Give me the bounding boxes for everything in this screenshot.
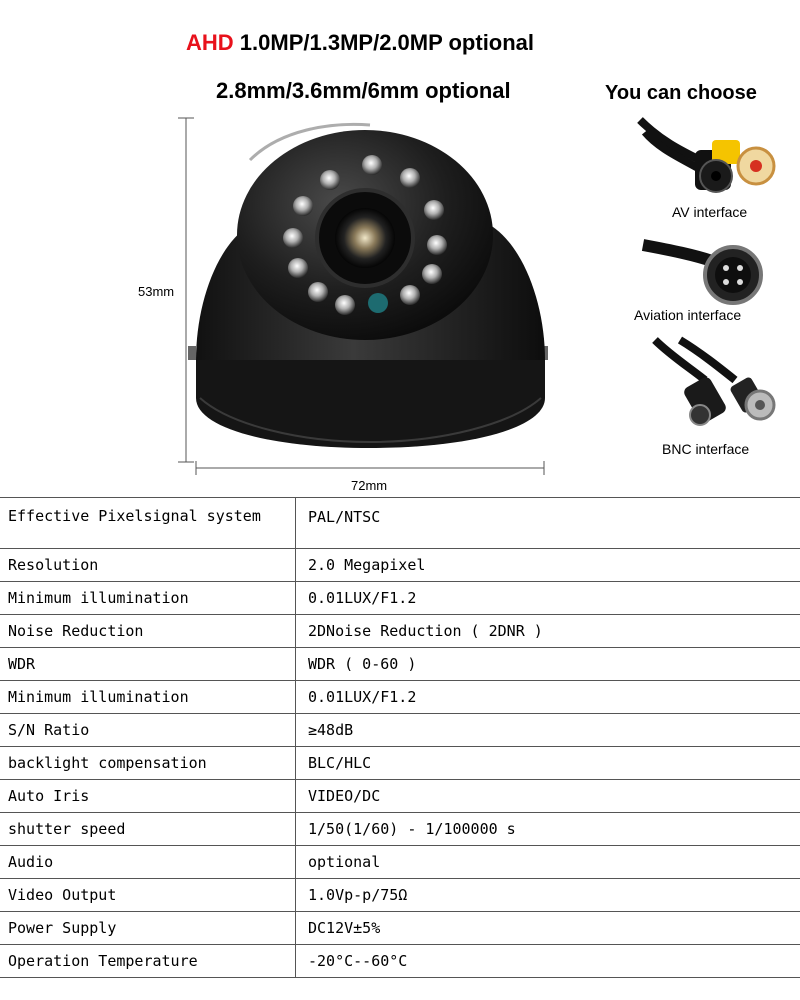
spec-key: Resolution	[0, 548, 296, 582]
height-label: 53mm	[138, 284, 175, 299]
spec-key: Audio	[0, 845, 296, 879]
resolution-headline: AHD 1.0MP/1.3MP/2.0MP optional	[186, 30, 534, 56]
bnc-interface-label: BNC interface	[662, 441, 750, 457]
spec-value: VIDEO/DC	[295, 779, 800, 813]
spec-key: Operation Temperature	[0, 944, 296, 978]
spec-row: Noise Reduction 2DNoise Reduction ( 2DNR…	[0, 614, 800, 648]
spec-row: Video Output 1.0Vp-p/75Ω	[0, 878, 800, 912]
spec-key: Minimum illumination	[0, 581, 296, 615]
spec-row: shutter speed 1/50(1/60) - 1/100000 s	[0, 812, 800, 846]
spec-row: WDR WDR ( 0-60 )	[0, 647, 800, 681]
lens-headline: 2.8mm/3.6mm/6mm optional	[216, 78, 511, 103]
spec-row: Operation Temperature -20°C--60°C	[0, 944, 800, 978]
spec-value: BLC/HLC	[295, 746, 800, 780]
spec-value: optional	[295, 845, 800, 879]
spec-value: -20°C--60°C	[295, 944, 800, 978]
spec-key: Noise Reduction	[0, 614, 296, 648]
spec-value: PAL/NTSC	[295, 497, 800, 549]
av-interface-label: AV interface	[672, 204, 748, 220]
spec-row: Minimum illumination 0.01LUX/F1.2	[0, 680, 800, 714]
spec-key: Effective Pixelsignal system	[0, 497, 296, 549]
spec-value: 0.01LUX/F1.2	[295, 680, 800, 714]
spec-row: Minimum illumination 0.01LUX/F1.2	[0, 581, 800, 615]
spec-key: WDR	[0, 647, 296, 681]
dome-camera-image	[188, 122, 548, 448]
spec-row: S/N Ratio ≥48dB	[0, 713, 800, 747]
spec-table: Effective Pixelsignal system PAL/NTSC Re…	[0, 497, 800, 978]
spec-key: shutter speed	[0, 812, 296, 846]
spec-value: 2.0 Megapixel	[295, 548, 800, 582]
spec-key: S/N Ratio	[0, 713, 296, 747]
width-dimension-line	[195, 461, 545, 475]
choose-title: You can choose	[605, 82, 757, 104]
resolution-text: 1.0MP/1.3MP/2.0MP optional	[239, 30, 535, 55]
spec-row: Auto Iris VIDEO/DC	[0, 779, 800, 813]
width-label: 72mm	[351, 478, 388, 493]
bnc-connector-icon	[652, 336, 776, 426]
aviation-interface-label: Aviation interface	[634, 307, 742, 323]
spec-row: Audio optional	[0, 845, 800, 879]
spec-key: Minimum illumination	[0, 680, 296, 714]
spec-value: DC12V±5%	[295, 911, 800, 945]
spec-key: Video Output	[0, 878, 296, 912]
spec-row: Resolution 2.0 Megapixel	[0, 548, 800, 582]
spec-row: Power Supply DC12V±5%	[0, 911, 800, 945]
height-dimension-line	[178, 117, 194, 463]
spec-value: WDR ( 0-60 )	[295, 647, 800, 681]
spec-key: Power Supply	[0, 911, 296, 945]
spec-row: backlight compensation BLC/HLC	[0, 746, 800, 780]
spec-row: Effective Pixelsignal system PAL/NTSC	[0, 497, 800, 549]
spec-value: 2DNoise Reduction ( 2DNR )	[295, 614, 800, 648]
product-illustration	[178, 117, 776, 475]
rca-cable-icon	[637, 117, 776, 193]
spec-value: 0.01LUX/F1.2	[295, 581, 800, 615]
spec-key: Auto Iris	[0, 779, 296, 813]
ir-led-ring	[283, 155, 447, 315]
ahd-brand-word: AHD	[186, 30, 234, 55]
aviation-connector-icon	[641, 239, 763, 305]
camera-lens	[335, 208, 395, 268]
spec-value: 1.0Vp-p/75Ω	[295, 878, 800, 912]
spec-value: ≥48dB	[295, 713, 800, 747]
spec-key: backlight compensation	[0, 746, 296, 780]
spec-value: 1/50(1/60) - 1/100000 s	[295, 812, 800, 846]
